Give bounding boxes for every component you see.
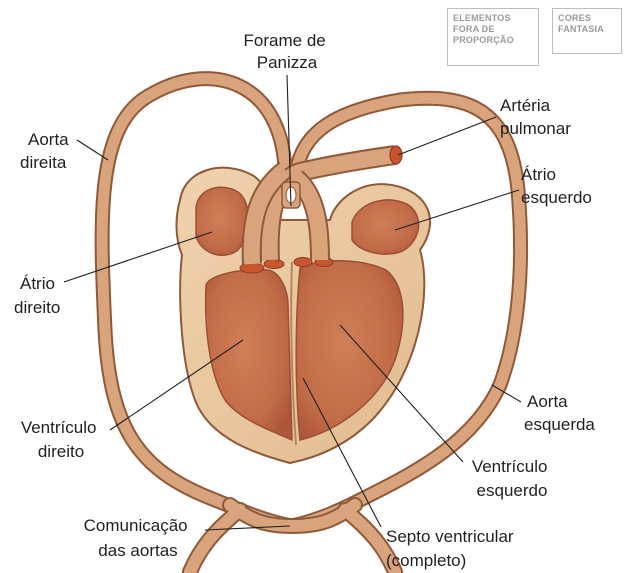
- label-ventriculo-direito: Ventrículo direito: [21, 418, 101, 461]
- leader-aorta-direita: [77, 140, 108, 160]
- valve-right-1: [240, 263, 264, 273]
- ventriculo-esquerdo-chamber: [296, 261, 403, 440]
- label-septo-line2: (completo): [386, 551, 466, 570]
- label-ventriculo-direito-line2: direito: [38, 442, 84, 461]
- label-atrio-direito: Átrio direito: [14, 274, 60, 317]
- label-atrio-esquerdo-line1: Átrio: [521, 165, 556, 184]
- label-comunicacao: Comunicação das aortas: [84, 516, 193, 560]
- label-aorta-esquerda-line2: esquerda: [524, 415, 595, 434]
- label-atrio-direito-line2: direito: [14, 298, 60, 317]
- label-aorta-esquerda-line1: Aorta: [527, 392, 568, 411]
- heart: [176, 168, 430, 463]
- badge-elementos-fora-proporcao: ELEMENTOS FORA DE PROPORÇÃO: [447, 8, 539, 66]
- label-forame-line1: Forame de: [244, 31, 326, 50]
- label-atrio-esquerdo-line2: esquerdo: [521, 188, 592, 207]
- label-arteria-line2: pulmonar: [500, 119, 571, 138]
- label-aorta-direita: Aorta direita: [20, 130, 73, 172]
- badge1-line1: ELEMENTOS: [453, 13, 533, 24]
- label-septo-line1: Septo ventricular: [386, 527, 514, 546]
- label-ventriculo-esquerdo: Ventrículo esquerdo: [472, 457, 552, 500]
- valve-right-2: [264, 260, 284, 269]
- badge2-line1: CORES: [558, 13, 616, 24]
- label-forame-line2: Panizza: [257, 53, 318, 72]
- atrio-direito-chamber: [196, 187, 249, 255]
- label-septo: Septo ventricular (completo): [386, 527, 518, 570]
- badge1-line2: FORA DE: [453, 24, 533, 35]
- label-forame: Forame de Panizza: [244, 31, 331, 72]
- badge-cores-fantasia: CORES FANTASIA: [552, 8, 622, 54]
- label-comunicacao-line1: Comunicação: [84, 516, 188, 535]
- label-arteria: Artéria pulmonar: [500, 96, 571, 138]
- leader-arteria: [398, 117, 496, 155]
- label-arteria-line1: Artéria: [500, 96, 551, 115]
- atrio-esquerdo-chamber: [352, 200, 419, 254]
- label-ventriculo-esquerdo-line1: Ventrículo: [472, 457, 548, 476]
- badge2-line2: FANTASIA: [558, 24, 616, 35]
- label-ventriculo-direito-line1: Ventrículo: [21, 418, 97, 437]
- comunicacao-vessel: [190, 505, 395, 572]
- arteria-pulmonar-opening: [390, 146, 402, 164]
- badge1-line3: PROPORÇÃO: [453, 35, 533, 46]
- label-atrio-esquerdo: Átrio esquerdo: [521, 165, 592, 207]
- label-aorta-direita-line2: direita: [20, 153, 67, 172]
- valve-left-1: [294, 258, 312, 267]
- label-atrio-direito-line1: Átrio: [20, 274, 55, 293]
- label-aorta-direita-line1: Aorta: [28, 130, 69, 149]
- label-aorta-esquerda: Aorta esquerda: [524, 392, 595, 434]
- label-comunicacao-line2: das aortas: [98, 541, 177, 560]
- label-ventriculo-esquerdo-line2: esquerdo: [477, 481, 548, 500]
